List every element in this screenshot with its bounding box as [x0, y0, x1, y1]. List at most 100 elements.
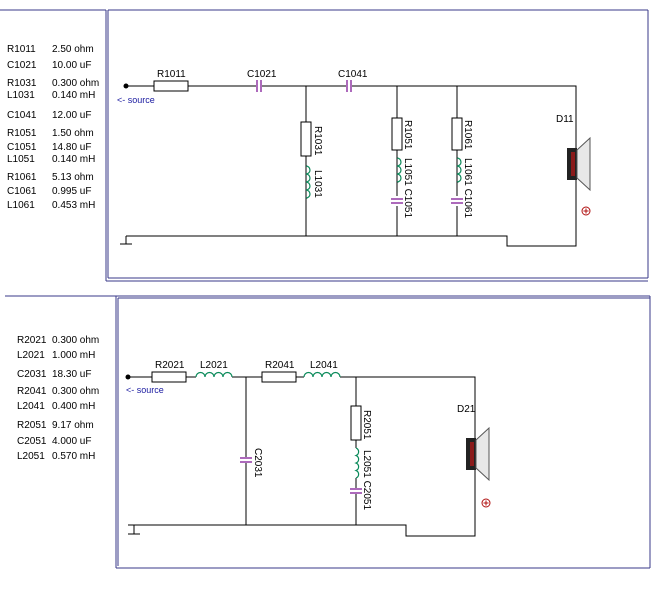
label-d11: D11: [556, 114, 574, 125]
circuit1-ground-wire: [126, 170, 577, 247]
part-value: 1.000 mH: [52, 350, 95, 361]
part-value: 0.400 mH: [52, 401, 95, 412]
resistor-r2041: [261, 371, 297, 383]
circuit-1: R1011 C1021 C1041 <- source R1031 L1031 …: [117, 69, 591, 247]
part-name: C1051: [7, 142, 37, 153]
source-label-1: <- source: [117, 95, 155, 105]
source-label-2: <- source: [126, 385, 164, 395]
parts-list-row: L1061 0.453 mH: [7, 200, 95, 211]
circuit2-top-wire: [128, 376, 476, 438]
part-name: R1031: [7, 78, 37, 89]
inductor-l1031: [305, 165, 311, 199]
part-value: 10.00 uF: [52, 60, 91, 71]
label-l2021: L2021: [200, 360, 228, 371]
parts-list-row: C1041 12.00 uF: [7, 110, 91, 121]
resistor-r2051: [350, 405, 362, 441]
part-value: 18.30 uF: [52, 369, 91, 380]
label-c1041: C1041: [338, 69, 368, 80]
circuit1-top-wire: [126, 85, 577, 148]
inductor-l1061: [456, 157, 462, 183]
parts-list-row: C1051 14.80 uF: [7, 142, 91, 153]
parts-list-row: R2051 9.17 ohm: [17, 420, 94, 431]
parts-list-row: C1061 0.995 uF: [7, 186, 91, 197]
part-name: R1061: [7, 172, 37, 183]
resistor-r2021: [151, 371, 187, 383]
label-r1061: R1061: [462, 120, 473, 150]
part-value: 0.995 uF: [52, 186, 91, 197]
label-d21: D21: [457, 404, 476, 415]
part-value: 0.300 ohm: [52, 335, 99, 346]
part-value: 9.17 ohm: [52, 420, 94, 431]
label-l1051-c1051: L1051 C1051: [402, 158, 413, 218]
resistor-r1061: [451, 117, 463, 151]
parts-list-row: L2041 0.400 mH: [17, 401, 95, 412]
panel-frames: [0, 9, 651, 569]
label-l1031: L1031: [312, 170, 323, 198]
part-value: 0.300 ohm: [52, 78, 99, 89]
part-name: L1031: [7, 90, 35, 101]
part-value: 0.140 mH: [52, 154, 95, 165]
parts-list-row: C2051 4.000 uF: [17, 436, 91, 447]
label-c2031: C2031: [252, 448, 263, 478]
label-r2021: R2021: [155, 360, 185, 371]
part-value: 1.50 ohm: [52, 128, 94, 139]
parts-list-row: L2021 1.000 mH: [17, 350, 95, 361]
circuit1-source-node: [123, 83, 129, 89]
label-r2051: R2051: [361, 410, 372, 440]
parts-list-row: L2051 0.570 mH: [17, 451, 95, 462]
part-value: 14.80 uF: [52, 142, 91, 153]
parts-list-row: L1051 0.140 mH: [7, 154, 95, 165]
part-name: R1051: [7, 128, 37, 139]
part-name: C1041: [7, 110, 37, 121]
label-l2051-c2051: L2051 C2051: [361, 450, 372, 510]
inductor-l1051: [396, 157, 402, 183]
plus-terminal-icon: [481, 498, 491, 508]
parts-list-row: R2021 0.300 ohm: [17, 335, 99, 346]
circuit2-ground-symbol: [128, 525, 140, 535]
part-value: 12.00 uF: [52, 110, 91, 121]
part-name: R2041: [17, 386, 47, 397]
label-l1061-c1061: L1061 C1061: [462, 158, 473, 218]
parts-list-row: R2041 0.300 ohm: [17, 386, 99, 397]
part-name: L2021: [17, 350, 45, 361]
label-r1031: R1031: [312, 126, 323, 156]
speaker-d11-icon: [567, 136, 591, 192]
label-r1011: R1011: [157, 69, 186, 80]
part-value: 5.13 ohm: [52, 172, 94, 183]
resistor-r1051: [391, 117, 403, 151]
part-name: L2041: [17, 401, 45, 412]
parts-list-row: R1031 0.300 ohm: [7, 78, 99, 89]
part-name: L1061: [7, 200, 35, 211]
part-name: R2051: [17, 420, 47, 431]
part-name: L1051: [7, 154, 35, 165]
part-name: C2051: [17, 436, 47, 447]
speaker-d21-icon: [466, 426, 490, 482]
part-value: 0.300 ohm: [52, 386, 99, 397]
part-name: R2021: [17, 335, 47, 346]
parts-list-row: R1051 1.50 ohm: [7, 128, 94, 139]
plus-terminal-icon: [581, 206, 591, 216]
part-value: 4.000 uF: [52, 436, 91, 447]
inductor-l2021: [195, 371, 233, 378]
part-name: L2051: [17, 451, 45, 462]
part-value: 0.453 mH: [52, 200, 95, 211]
resistor-r1031: [300, 121, 312, 157]
label-r2041: R2041: [265, 360, 295, 371]
label-c1021: C1021: [247, 69, 277, 80]
label-l2041: L2041: [310, 360, 338, 371]
part-name: R1011: [7, 44, 36, 55]
inductor-l2041: [303, 371, 341, 378]
label-r1051: R1051: [402, 120, 413, 150]
part-value: 0.570 mH: [52, 451, 95, 462]
part-name: C1061: [7, 186, 37, 197]
parts-list-row: R1061 5.13 ohm: [7, 172, 94, 183]
resistor-r1011: [153, 80, 189, 92]
circuit-2: <- source R2021 L2021 R2041 L2041 C2031 …: [125, 360, 491, 537]
